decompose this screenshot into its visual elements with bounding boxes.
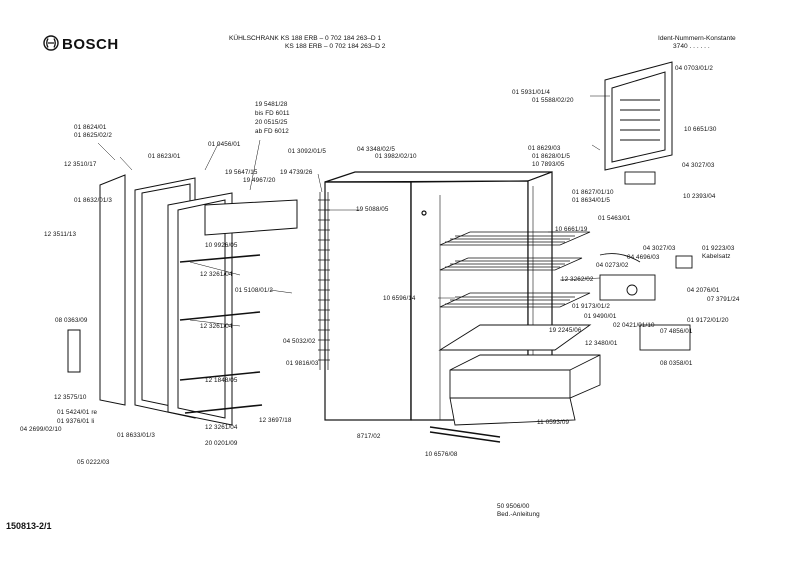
part-label: 02 0421/01/10 [613,322,655,329]
document-id: 150813-2/1 [6,521,52,531]
part-label: 12 1848/05 [205,377,238,384]
part-label: 19 4967/20 [243,177,276,184]
part-label: 01 5588/02/20 [532,97,574,104]
part-label: 08 0363/09 [55,317,88,324]
part-label: 04 4696/03 [627,254,660,261]
part-label: 8717/02 [357,433,381,440]
part-label: Kabelsatz [702,253,731,260]
part-label: 01 5424/01 re [57,409,98,416]
part-label: 12 3510/17 [64,161,97,168]
footer-code: 50 9506/00 [497,503,530,510]
part-label: 01 8625/02/2 [74,132,112,139]
variant-line: bis FD 6011 [255,110,290,117]
part-label: 01 9816/03 [286,360,319,367]
part-label: 01 5463/01 [598,215,631,222]
part-label: 12 3261/04 [200,323,233,330]
ident-value: 3740 . . . . . . [673,43,710,50]
part-label: 01 9172/01/20 [687,317,729,324]
part-label: 04 2076/01 [687,287,720,294]
header-title: KÜHLSCHRANK KS 188 ERB – 0 702 184 263–D… [229,35,382,42]
part-label: 12 3511/13 [44,231,77,238]
part-label: 10 6661/19 [555,226,588,233]
part-label: 12 3480/01 [585,340,618,347]
part-label: 01 8629/03 [528,145,561,152]
part-label: 01 8628/01/5 [532,153,570,160]
part-label: 08 0358/01 [660,360,693,367]
leader-lines [97,95,610,327]
part-label: 12 3261/04 [200,271,233,278]
part-label: 19 5088/05 [356,206,389,213]
part-label: 04 0703/01/2 [675,65,713,72]
part-label: 12 3261/04 [205,424,238,431]
part-label: 12 3697/18 [259,417,292,424]
variant-line: 20 0515/25 [255,119,288,126]
part-label: 01 8632/01/3 [74,197,112,204]
variant-line: ab FD 6012 [255,128,289,135]
part-label: 04 5032/02 [283,338,316,345]
part-label: 07 3791/24 [707,296,740,303]
part-label: 05 0222/03 [77,459,110,466]
part-label: 01 8623/01 [148,153,181,160]
part-label: 01 8633/01/3 [117,432,155,439]
part-label: 01 5931/01/4 [512,89,550,96]
control-parts [599,171,693,351]
part-label: 20 0201/09 [205,440,238,447]
part-label: 01 9223/03 [702,245,735,252]
part-label: 19 5647/15 [225,169,258,176]
part-label: 01 8624/01 [74,124,107,131]
part-label: 19 2245/06 [549,327,582,334]
part-label: 04 3027/03 [682,162,715,169]
part-label: 01 9456/01 [208,141,241,148]
part-label: 01 8634/01/5 [572,197,610,204]
part-label: 19 4739/26 [280,169,313,176]
door-assembly [67,174,298,426]
part-label: 01 3982/02/10 [375,153,417,160]
part-label: 12 3262/02 [561,276,594,283]
part-label: 10 6651/30 [684,126,717,133]
header-subtitle: KS 188 ERB – 0 702 184 263–D 2 [285,43,386,50]
bosch-logo-icon [43,35,59,51]
ident-title: Ident-Nummern-Konstante [658,35,736,42]
variant-line: 19 5481/28 [255,101,288,108]
brand-logo: BOSCH [62,36,119,53]
crisper-assembly [429,324,601,443]
wire-shelves [439,231,591,308]
part-label: 01 9490/01 [584,313,617,320]
heater-coil [318,192,330,370]
part-label: 04 2699/02/10 [20,426,62,433]
part-label: 01 8627/01/10 [572,189,614,196]
part-label: 10 6596/14 [383,295,416,302]
part-label: 01 9376/01 li [57,418,95,425]
footer-text: Bed.-Anleitung [497,511,540,518]
part-label: 12 3575/10 [54,394,87,401]
part-label: 11 0593/09 [537,419,570,426]
part-label: 04 0273/02 [596,262,629,269]
part-label: 07 4856/01 [660,328,693,335]
part-label: 10 7893/05 [532,161,565,168]
part-label: 10 2393/04 [683,193,716,200]
part-label: 01 5108/01/2 [235,287,273,294]
part-label: 04 3027/03 [643,245,676,252]
part-label: 01 9173/01/2 [572,303,610,310]
part-label: 10 6576/08 [425,451,458,458]
part-label: 04 3348/02/5 [357,146,395,153]
part-label: 10 9926/05 [205,242,238,249]
part-label: 01 3092/01/5 [288,148,326,155]
evaporator-panel [604,61,673,171]
